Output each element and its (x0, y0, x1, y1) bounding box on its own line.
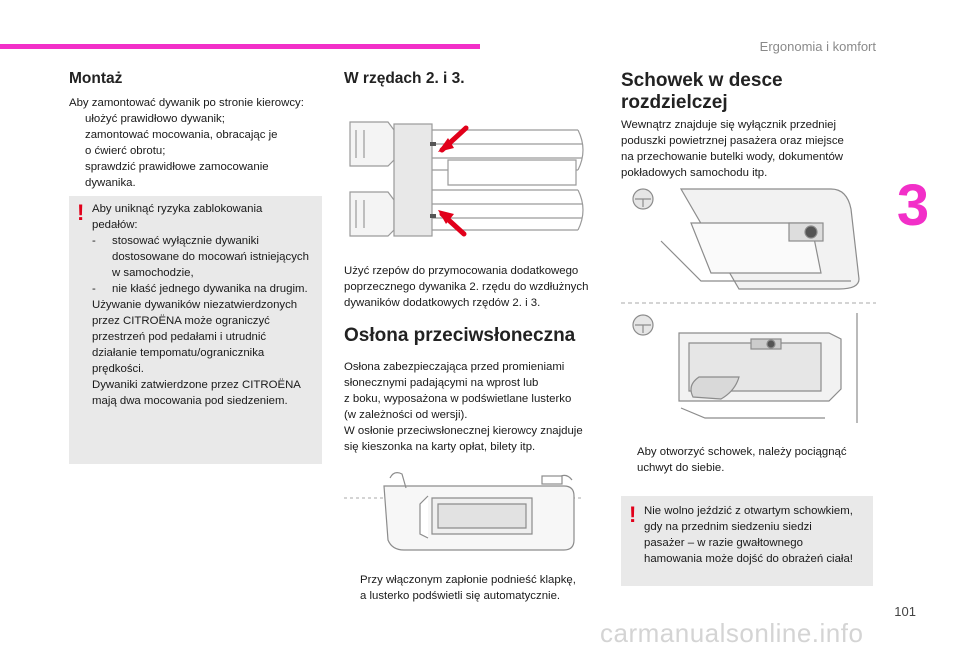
list-item: -stosować wyłącznie dywaniki (92, 235, 259, 247)
chapter-number: 3 (896, 173, 930, 238)
warning-icon: ! (629, 502, 637, 527)
bullet-icon (344, 572, 360, 588)
warning-text: Nie wolno jeździć z otwartym schowkiem, … (644, 505, 853, 565)
list-item: -nie kłaść jednego dywanika na drugim. (92, 283, 308, 295)
accent-bar (0, 44, 480, 49)
floor-mats-illustration (344, 110, 589, 250)
sun-visor-text: Osłona zabezpieczająca przed promieniami… (344, 361, 583, 453)
warning-box-montaz: ! Aby uniknąć ryzyka zablokowania pedałó… (69, 196, 322, 464)
bullet-icon (69, 159, 85, 175)
glovebox-bullet: Aby otworzyć schowek, należy pociągnąć u… (621, 444, 877, 476)
list-item: Przy włączonym zapłonie podnieść klapkę, (344, 572, 604, 588)
warning-text: Aby uniknąć ryzyka zablokowania pedałów:… (92, 201, 322, 409)
list-item: o ćwierć obrotu; (85, 145, 166, 157)
montaz-body: Aby zamontować dywanik po stronie kierow… (69, 95, 329, 191)
glovebox-title: Schowek w desce rozdzielczej (621, 70, 783, 113)
montaz-intro: Aby zamontować dywanik po stronie kierow… (69, 97, 304, 109)
list-item: Aby otworzyć schowek, należy pociągnąć (621, 444, 877, 460)
sun-visor-illustration (344, 468, 594, 560)
warning-icon: ! (77, 200, 85, 225)
list-item: dywanika. (85, 177, 136, 189)
glovebox-text: Wewnątrz znajduje się wyłącznik przednie… (621, 119, 844, 179)
glovebox-illustration (621, 183, 876, 428)
bullet-icon (69, 111, 85, 127)
bullet-icon (621, 444, 637, 460)
section-header: Ergonomia i komfort (759, 39, 876, 54)
montaz-title: Montaż (69, 70, 123, 87)
page-number: 101 (894, 604, 916, 619)
list-item: zamontować mocowania, obracając je (69, 127, 329, 143)
list-item: sprawdzić prawidłowe zamocowanie (69, 159, 329, 175)
sun-visor-bullet: Przy włączonym zapłonie podnieść klapkę,… (344, 572, 604, 604)
rows-title: W rzędach 2. i 3. (344, 70, 465, 87)
rows-text: Użyć rzepów do przymocowania dodatkowego… (344, 265, 589, 309)
watermark: carmanualsonline.info (600, 618, 864, 648)
sun-visor-title: Osłona przeciwsłoneczna (344, 325, 576, 346)
bullet-icon (69, 127, 85, 143)
warning-box-glovebox: ! Nie wolno jeździć z otwartym schowkiem… (621, 496, 873, 586)
list-item: ułożyć prawidłowo dywanik; (69, 111, 329, 127)
